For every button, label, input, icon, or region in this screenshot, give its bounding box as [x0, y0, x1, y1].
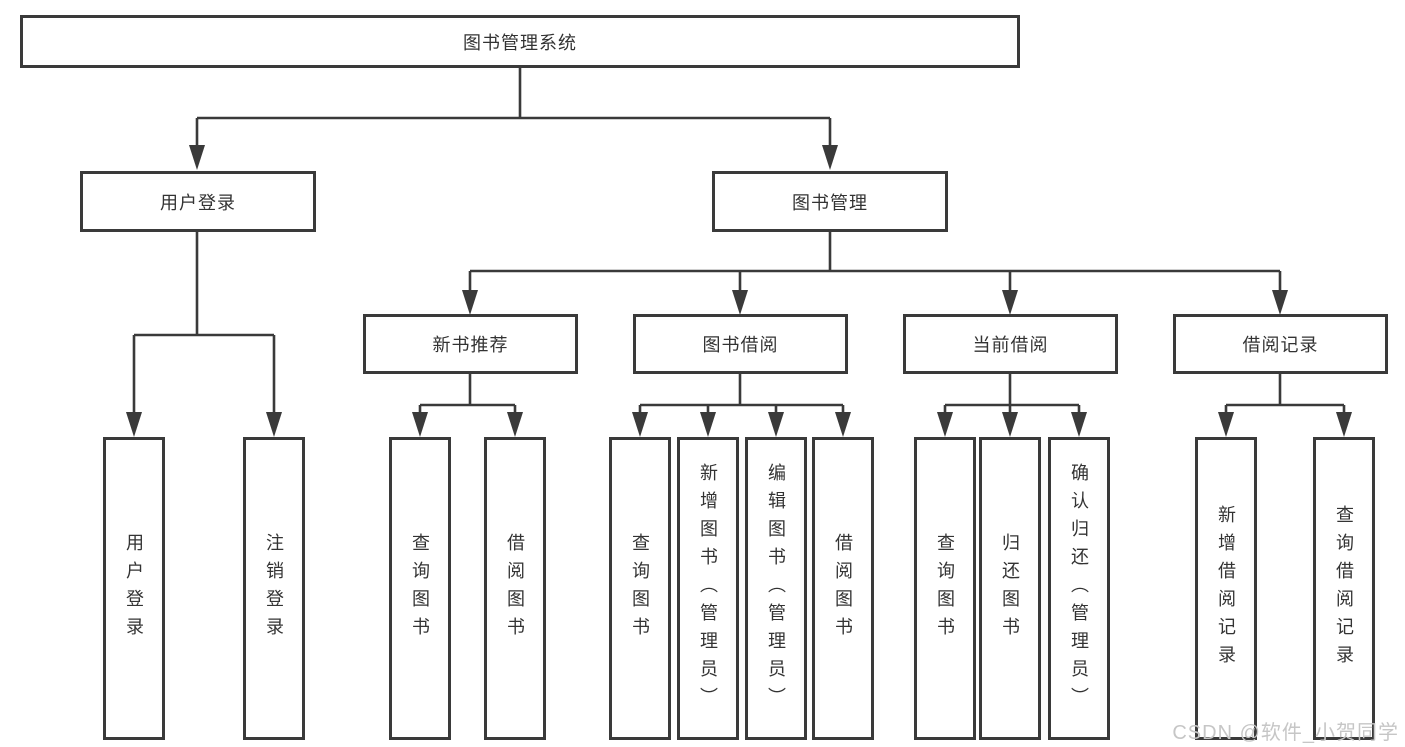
leaf-borrow-edit-books-admin: 编辑图书（管理员）: [745, 437, 807, 740]
leaf-borrow-add-books-admin: 新增图书（管理员）: [677, 437, 739, 740]
leaf-current-query-books-label: 查询图书: [935, 532, 955, 645]
leaf-records-add-record-label: 新增借阅记录: [1216, 504, 1236, 673]
leaf-records-add-record: 新增借阅记录: [1195, 437, 1257, 740]
leaf-current-return-books-label: 归还图书: [1000, 532, 1020, 645]
leaf-logout: 注销登录: [243, 437, 305, 740]
node-library-system: 图书管理系统: [20, 15, 1020, 68]
leaf-borrow-edit-books-admin-label: 编辑图书（管理员）: [766, 462, 786, 715]
leaf-newbooks-query-books: 查询图书: [389, 437, 451, 740]
leaf-borrow-borrow-books-label: 借阅图书: [833, 532, 853, 645]
leaf-records-query-record-label: 查询借阅记录: [1334, 504, 1354, 673]
leaf-records-query-record: 查询借阅记录: [1313, 437, 1375, 740]
leaf-current-return-books: 归还图书: [979, 437, 1041, 740]
node-book-borrowing: 图书借阅: [633, 314, 848, 374]
leaf-newbooks-query-books-label: 查询图书: [410, 532, 430, 645]
leaf-borrow-add-books-admin-label: 新增图书（管理员）: [698, 462, 718, 715]
leaf-newbooks-borrow-books-label: 借阅图书: [505, 532, 525, 645]
leaf-user-login-label: 用户登录: [124, 532, 144, 645]
watermark: CSDN @软件_小贺同学: [1172, 722, 1399, 744]
leaf-current-query-books: 查询图书: [914, 437, 976, 740]
leaf-current-confirm-return-admin: 确认归还（管理员）: [1048, 437, 1110, 740]
leaf-logout-label: 注销登录: [264, 532, 284, 645]
arrowheads: [126, 145, 1352, 437]
node-borrowing-records: 借阅记录: [1173, 314, 1388, 374]
leaf-newbooks-borrow-books: 借阅图书: [484, 437, 546, 740]
leaf-user-login: 用户登录: [103, 437, 165, 740]
leaf-current-confirm-return-admin-label: 确认归还（管理员）: [1069, 462, 1089, 715]
node-book-management: 图书管理: [712, 171, 948, 232]
node-user-login: 用户登录: [80, 171, 316, 232]
node-new-book-recommend: 新书推荐: [363, 314, 578, 374]
leaf-borrow-borrow-books: 借阅图书: [812, 437, 874, 740]
leaf-borrow-query-books: 查询图书: [609, 437, 671, 740]
node-current-borrowing: 当前借阅: [903, 314, 1118, 374]
leaf-borrow-query-books-label: 查询图书: [630, 532, 650, 645]
